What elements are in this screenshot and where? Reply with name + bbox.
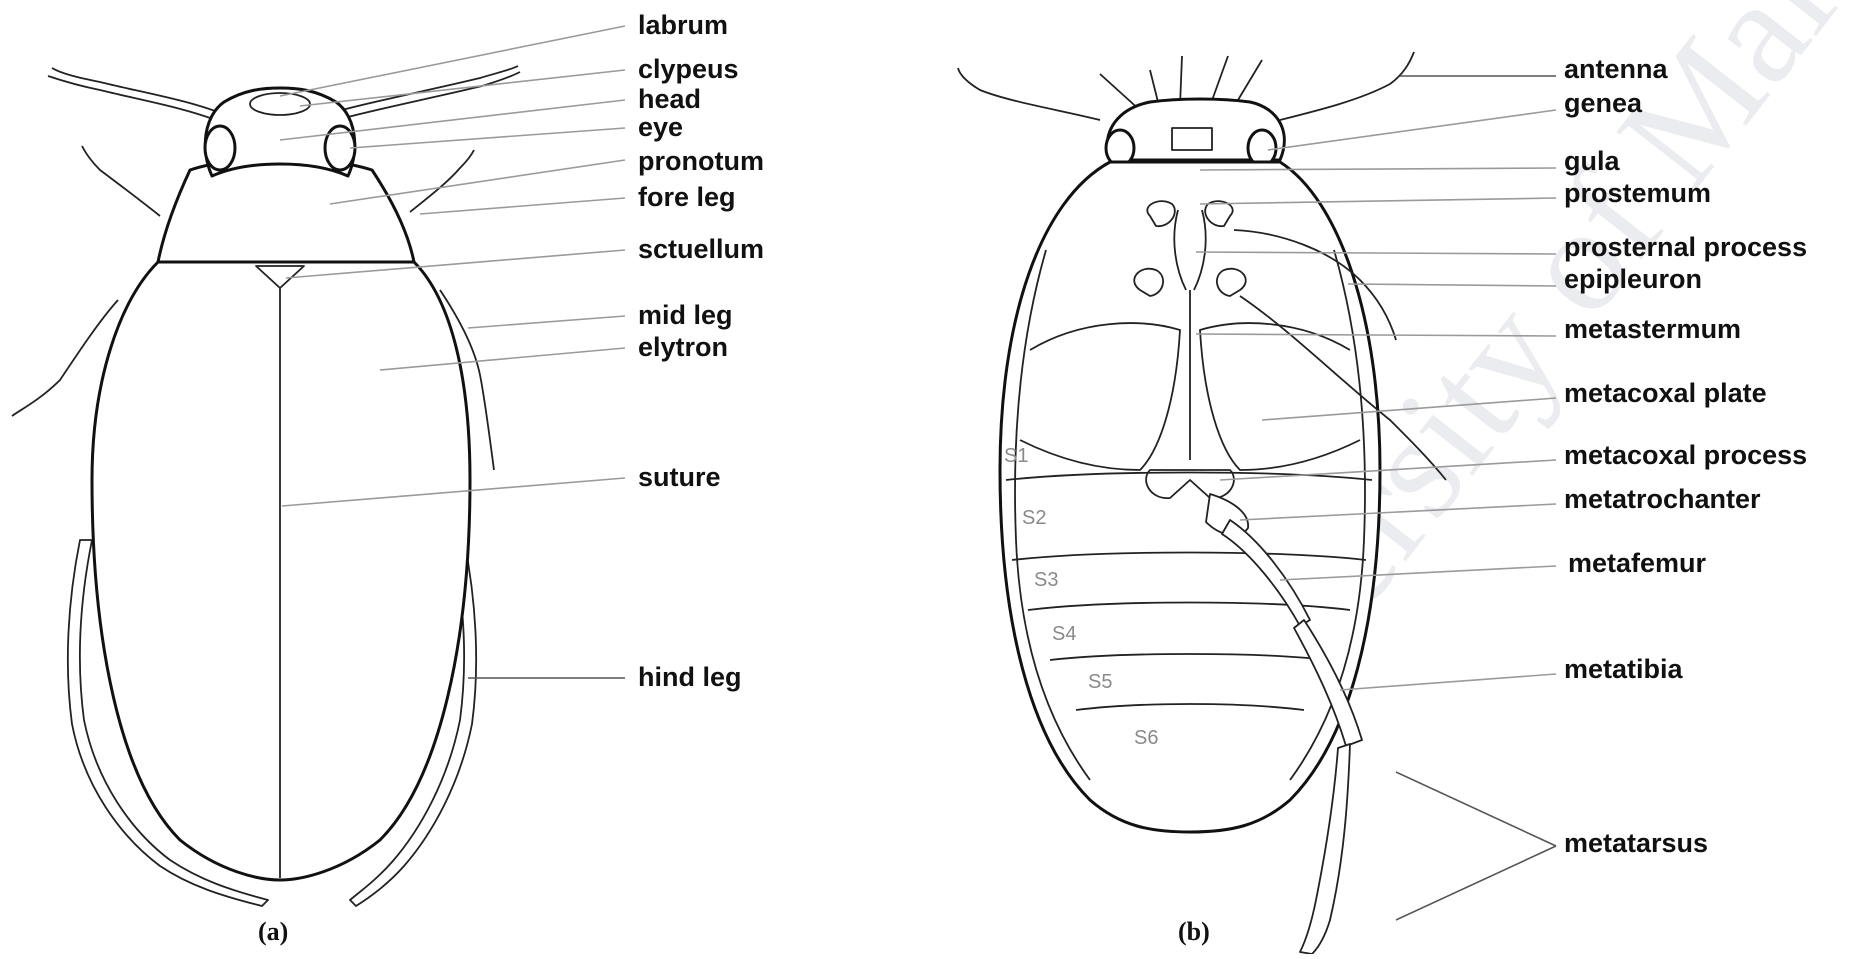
ventral-right-antenna <box>1280 52 1414 120</box>
leader-clypeus <box>300 70 625 106</box>
label-mid-leg: mid leg <box>638 300 733 330</box>
label-hind-leg: hind leg <box>638 662 742 692</box>
leader-genea <box>1268 110 1556 150</box>
label-metacoxal-plate: metacoxal plate <box>1564 378 1767 408</box>
label-suture: suture <box>638 462 721 492</box>
ventral-mouthparts <box>1172 128 1212 150</box>
leader-metatarsus-2 <box>1396 846 1556 920</box>
left-antenna-outline <box>48 76 226 124</box>
segment-s5: S5 <box>1088 671 1112 693</box>
caption-a: (a) <box>258 917 288 946</box>
label-fore-leg: fore leg <box>638 182 736 212</box>
label-prosternal-process: prosternal process <box>1564 232 1807 262</box>
right-antenna <box>342 66 518 110</box>
label-metatrochanter: metatrochanter <box>1564 484 1761 514</box>
label-gula: gula <box>1564 146 1620 176</box>
label-metafemur: metafemur <box>1568 548 1707 578</box>
left-antenna <box>52 68 228 116</box>
ventral-left-antenna <box>958 68 1100 120</box>
label-metatarsus: metatarsus <box>1564 828 1708 858</box>
beetle-dorsal <box>12 66 520 906</box>
segment-s3: S3 <box>1034 569 1058 591</box>
clypeus-shape <box>250 93 310 115</box>
label-metastermum: metastermum <box>1564 314 1741 344</box>
left-fore-leg <box>82 146 160 216</box>
label-pronotum: pronotum <box>638 146 764 176</box>
label-antenna: antenna <box>1564 54 1669 84</box>
label-elytron: elytron <box>638 332 728 362</box>
label-metacoxal-process: metacoxal process <box>1564 440 1807 470</box>
leader-metatibia <box>1340 674 1556 690</box>
caption-b: (b) <box>1178 917 1210 946</box>
leader-labrum <box>280 26 625 96</box>
beetle-ventral <box>958 52 1446 954</box>
ventral-body-outline <box>1000 162 1380 832</box>
segment-s2: S2 <box>1022 507 1046 529</box>
right-antenna-outline <box>344 72 520 118</box>
label-metatibia: metatibia <box>1564 654 1684 684</box>
segment-s4: S4 <box>1052 623 1076 645</box>
label-sctuellum: sctuellum <box>638 234 764 264</box>
leader-mid-leg <box>468 316 625 328</box>
leader-fore-leg <box>420 198 625 214</box>
label-labrum: labrum <box>638 10 728 40</box>
label-eye: eye <box>638 112 683 142</box>
label-clypeus: clypeus <box>638 54 739 84</box>
label-genea: genea <box>1564 88 1643 118</box>
label-prostemum: prostemum <box>1564 178 1711 208</box>
label-epipleuron: epipleuron <box>1564 264 1702 294</box>
label-head: head <box>638 84 701 114</box>
leader-metatarsus-1 <box>1396 772 1556 846</box>
segment-s1: S1 <box>1004 445 1028 467</box>
leader-eye <box>350 128 625 148</box>
left-eye <box>205 126 235 170</box>
right-fore-leg <box>410 150 474 212</box>
elytra-outline <box>92 262 470 880</box>
segment-s6: S6 <box>1134 727 1158 749</box>
pronotum-shape <box>158 158 414 262</box>
panel-a-labels: labrum clypeus head eye pronotum fore le… <box>638 10 764 692</box>
